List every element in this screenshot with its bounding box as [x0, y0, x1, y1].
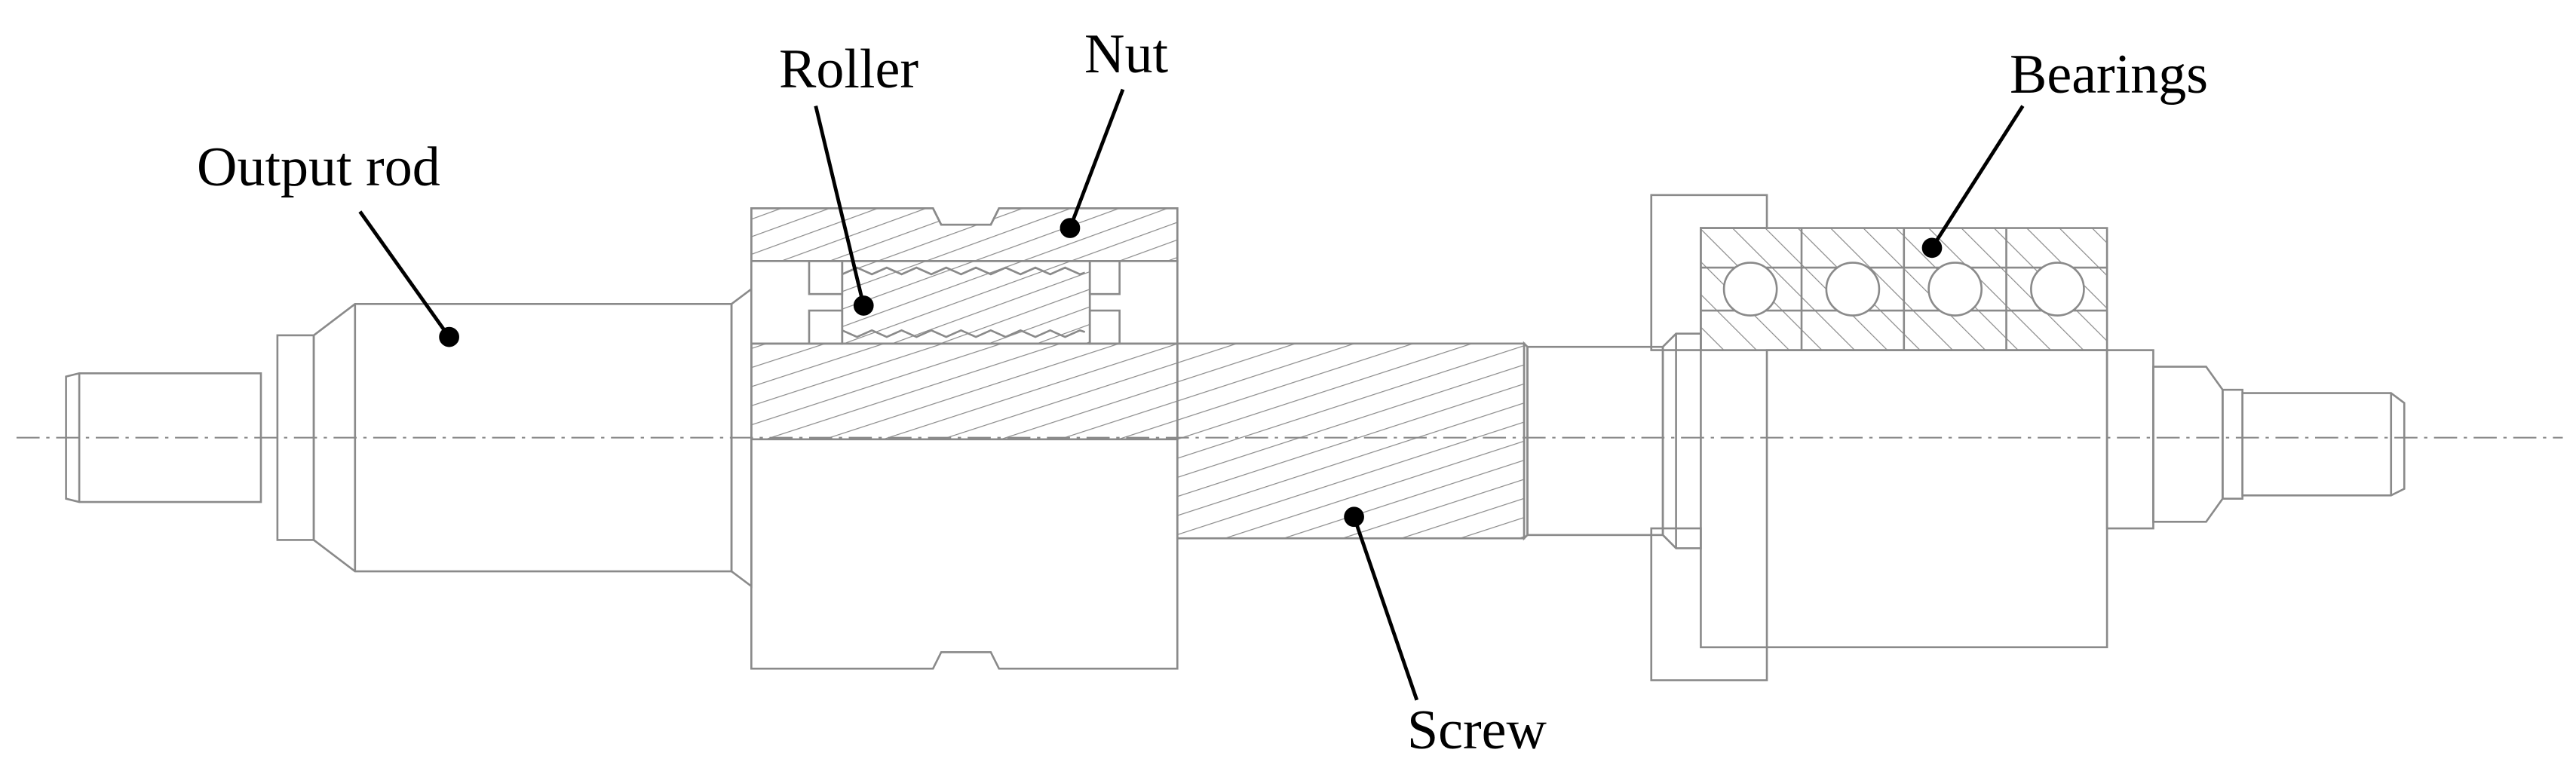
screw-thread-inner [750, 342, 1179, 441]
right-shaft-step-2 [2152, 366, 2224, 523]
label-screw: Screw [1407, 699, 1547, 761]
label-nut: Nut [1084, 23, 1168, 85]
roller-region [750, 260, 1179, 345]
roller-leader [814, 105, 874, 316]
right-end-journal [2241, 392, 2406, 497]
bearings-leader [1921, 105, 2025, 259]
screw-shaft [1526, 345, 1664, 537]
output-rod-leader [358, 210, 459, 347]
label-output-rod: Output rod [197, 136, 440, 198]
label-roller: Roller [779, 38, 918, 100]
screw-leader [1344, 506, 1419, 701]
right-shaft-step-3 [2222, 388, 2243, 500]
nut-upper-section [750, 207, 1179, 262]
label-bearings: Bearings [2010, 44, 2209, 106]
nut-leader [1060, 88, 1125, 238]
screw-collar [1661, 332, 1702, 549]
right-shaft-step-1 [2105, 349, 2154, 530]
bearings-block [1700, 227, 2108, 351]
